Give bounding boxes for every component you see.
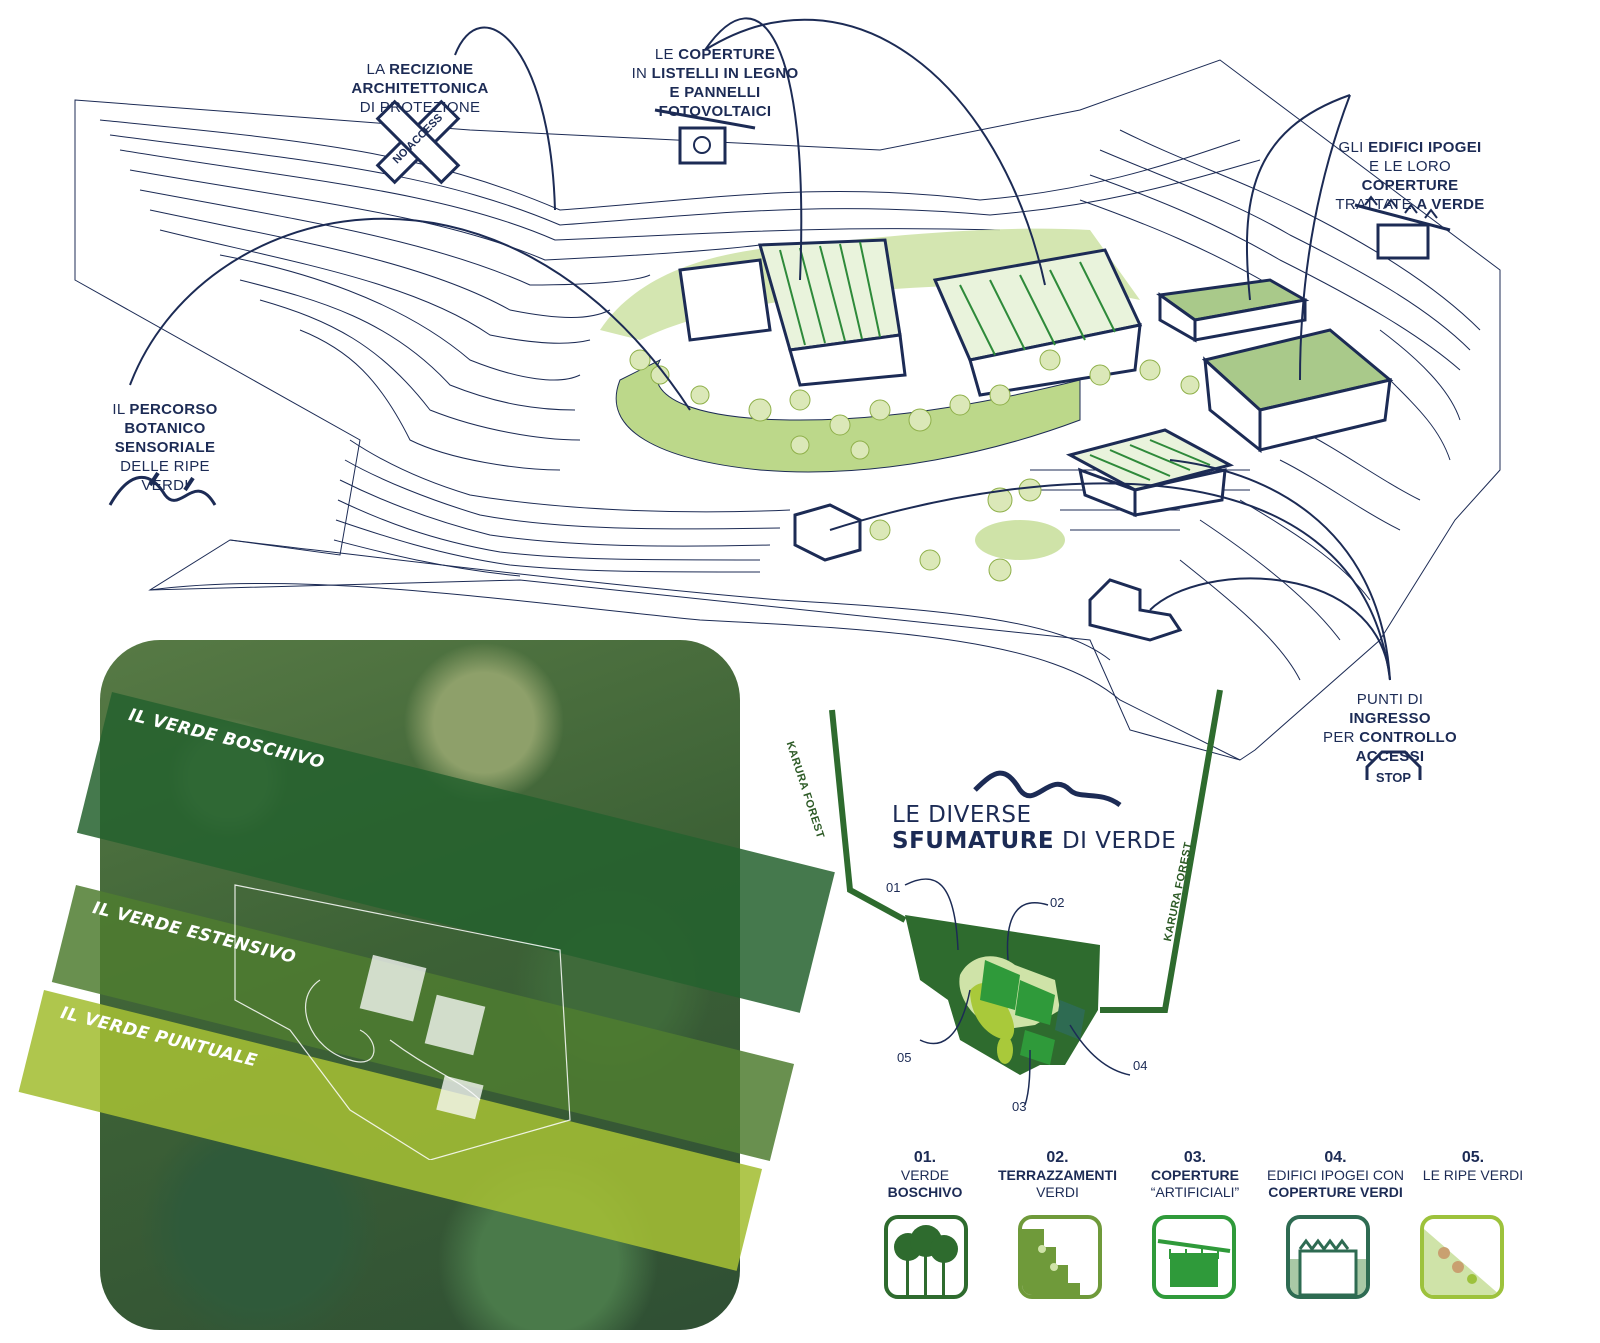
site-zone-03 — [980, 960, 1020, 1010]
slope-icon — [1424, 1229, 1500, 1295]
tile-edifici-ipogei — [1286, 1215, 1370, 1299]
gate-building-2 — [1088, 578, 1183, 642]
botanic-path-icon — [108, 471, 217, 506]
solar-roof-icon — [654, 108, 756, 165]
marker-05: 05 — [897, 1050, 912, 1065]
botanic-path-green — [615, 358, 1081, 473]
site-axonometric — [74, 17, 1501, 780]
terrace-icon — [1022, 1229, 1080, 1295]
callout-arrows — [129, 17, 1391, 681]
category-05-label: 05. LE RIPE VERDI — [1422, 1149, 1524, 1183]
category-02-label: 02. TERRAZZAMENTI VERDI — [998, 1149, 1117, 1200]
label-ipogei: GLI EDIFICI IPOGEI E LE LORO COPERTURE T… — [1335, 139, 1485, 213]
marker-03: 03 — [1012, 1099, 1027, 1114]
marker-01: 01 — [886, 880, 901, 895]
tile-ripe-verdi — [1420, 1215, 1504, 1299]
site-zone-04 — [1055, 1000, 1085, 1040]
central-lawn — [975, 520, 1065, 560]
building-roof-3 — [1065, 428, 1235, 518]
marker-02: 02 — [1050, 895, 1065, 910]
legend-map — [829, 689, 1223, 1106]
terrain-outline — [74, 59, 1501, 761]
label-coperture: LE COPERTURE IN LISTELLI IN LEGNO E PANN… — [631, 46, 799, 120]
trees — [629, 349, 1200, 582]
no-access-icon — [375, 99, 461, 185]
tile-coperture — [1152, 1215, 1236, 1299]
category-04-label: 04. EDIFICI IPOGEI CON COPERTURE VERDI — [1267, 1149, 1404, 1200]
title-squiggle — [973, 770, 1122, 808]
canopy-icon — [1157, 1239, 1231, 1287]
stop-label: STOP — [1375, 770, 1412, 785]
marker-04: 04 — [1133, 1058, 1148, 1073]
stop-icon — [1365, 750, 1422, 780]
legend-title: LE DIVERSE SFUMATURE DI VERDE — [892, 802, 1177, 854]
building-green-roof-1 — [1156, 278, 1310, 343]
category-01-label: 01. VERDE BOSCHIVO — [887, 1149, 963, 1200]
category-03-label: 03. COPERTURE “ARTIFICIALI” — [1150, 1149, 1240, 1200]
tile-verde-boschivo — [884, 1215, 968, 1299]
green-roof-building-icon — [1290, 1238, 1366, 1295]
gate-building-1 — [793, 503, 862, 562]
label-percorso: IL PERCORSO BOTANICO SENSORIALE DELLE RI… — [112, 401, 218, 494]
forest-icon — [894, 1225, 958, 1295]
tile-terrazzamenti — [1018, 1215, 1102, 1299]
green-roof-icon — [1354, 195, 1451, 260]
label-recizione: LA RECIZIONE ARCHITETTONICA DI PROTEZION… — [351, 61, 489, 116]
aerial-site-plan — [234, 884, 571, 1160]
building-green-roof-2 — [1201, 328, 1394, 454]
label-ingresso: PUNTI DI INGRESSO PER CONTROLLO ACCESSI — [1323, 691, 1457, 765]
